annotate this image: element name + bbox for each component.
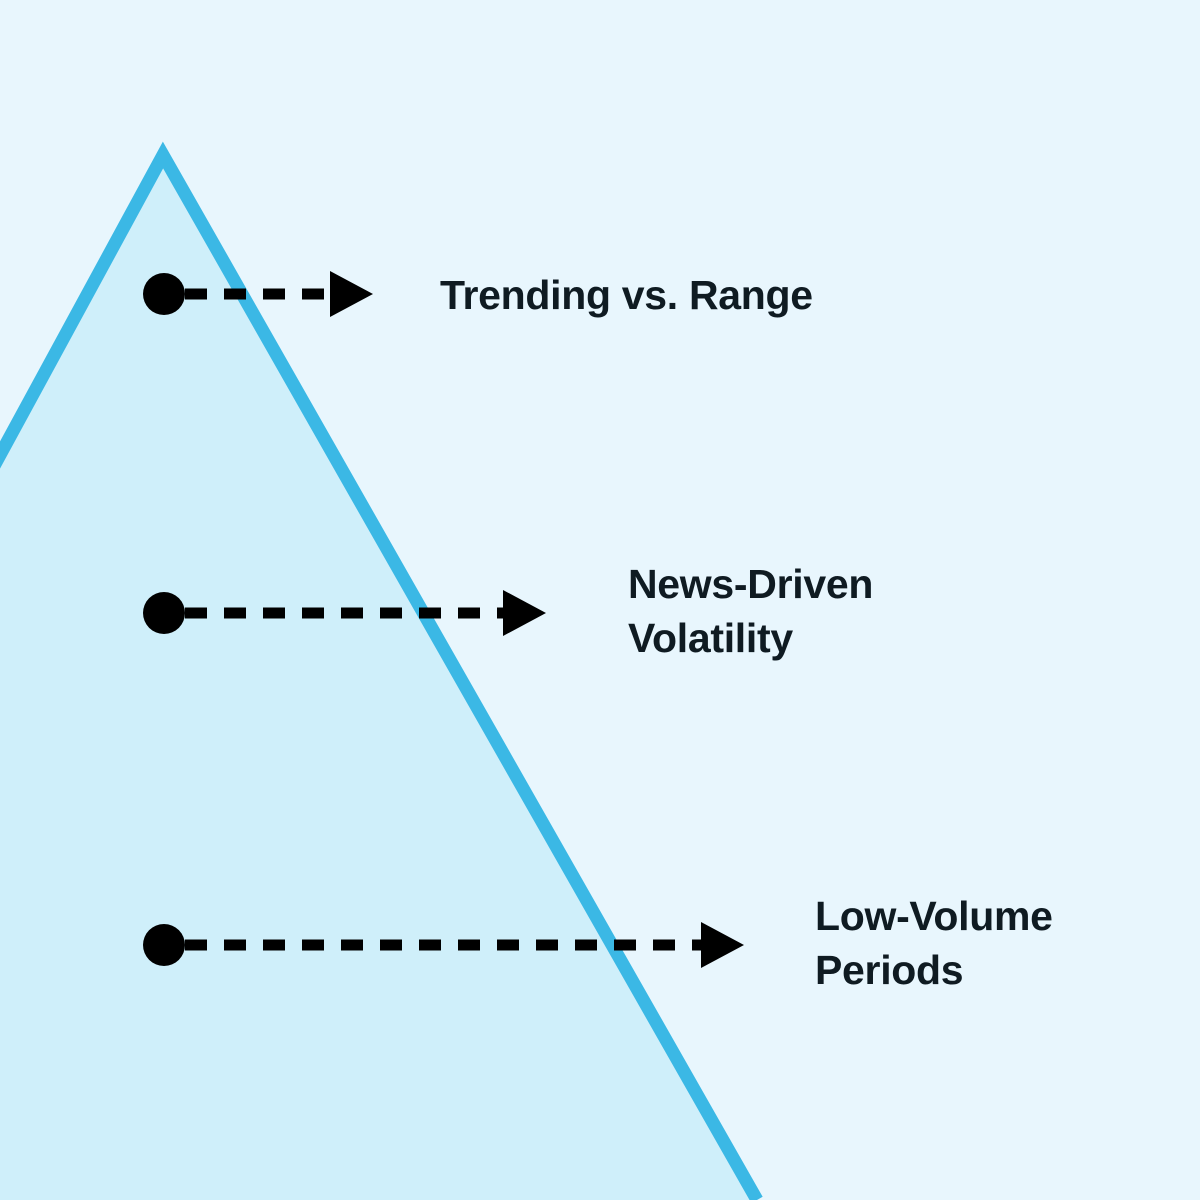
callout-connector-trending-vs-range [143,271,373,317]
callout-label-trending-vs-range: Trending vs. Range [440,272,813,318]
callout-label-low-volume-periods: Low-Volume Periods [815,893,1053,993]
callout-arrowhead-news-driven-volatility [503,590,546,636]
mountain-outline [0,141,763,1200]
mountain-peak-shape [0,141,763,1200]
callout-dot-trending-vs-range [143,273,185,315]
callout-dot-news-driven-volatility [143,592,185,634]
callout-arrowhead-low-volume-periods [701,922,744,968]
callout-arrowhead-trending-vs-range [330,271,373,317]
mountain-fill [0,155,757,1200]
callout-dot-low-volume-periods [143,924,185,966]
callout-connectors [143,271,744,968]
callout-label-news-driven-volatility: News-Driven Volatility [628,561,874,661]
callout-connector-low-volume-periods [143,922,744,968]
callout-connector-news-driven-volatility [143,590,546,636]
